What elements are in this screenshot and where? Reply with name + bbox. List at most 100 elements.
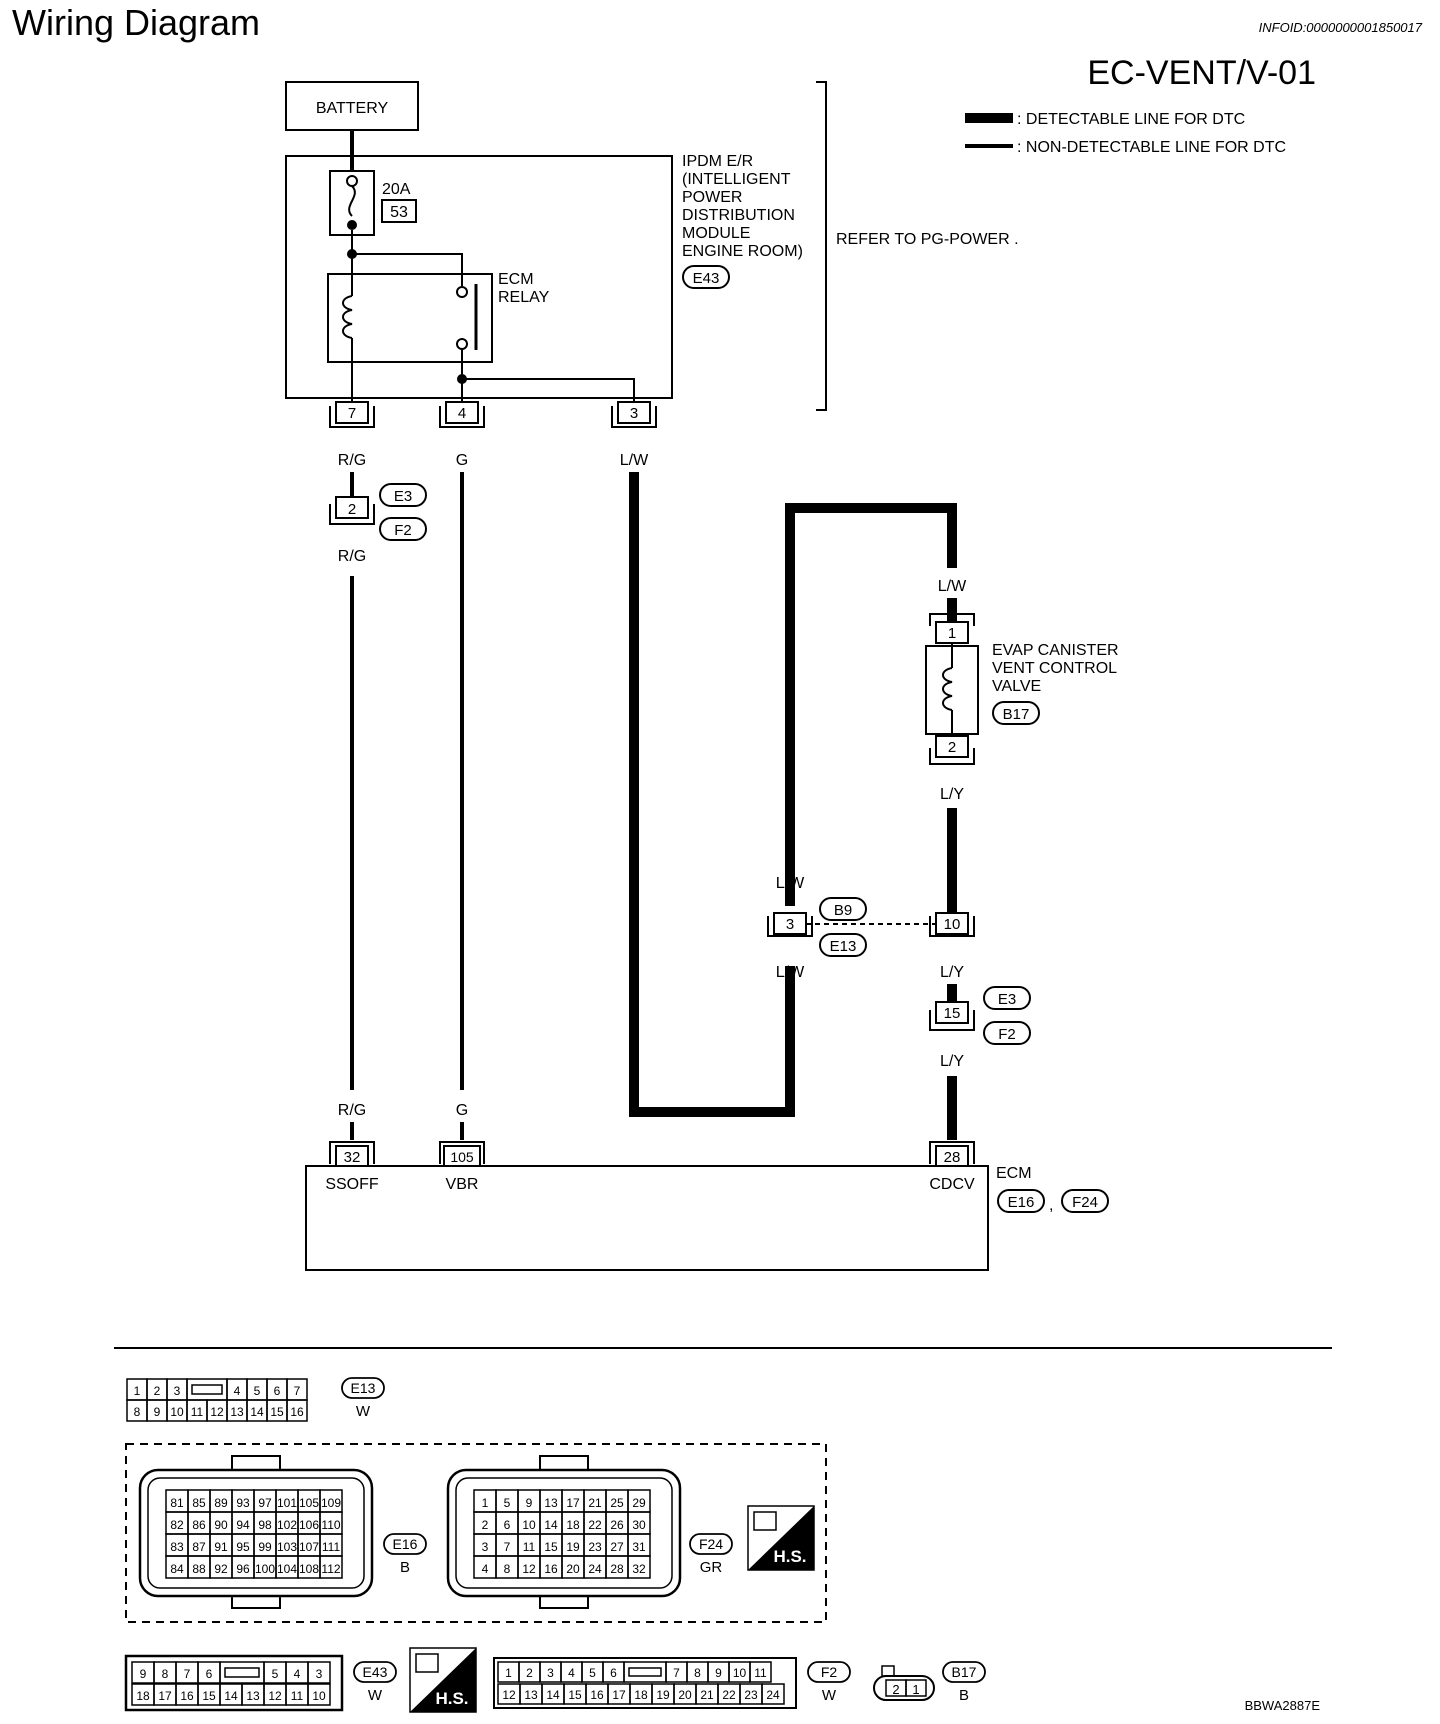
pin-number: 7: [294, 1384, 301, 1398]
pin-number: 14: [224, 1689, 238, 1703]
connector-latch: [881, 1665, 895, 1677]
diagram-code: EC-VENT/V-01: [1087, 54, 1316, 92]
pin-number: 16: [180, 1689, 194, 1703]
wire-label-ly-3: L/Y: [940, 1053, 964, 1070]
pin-number: 110: [321, 1518, 340, 1532]
pin-number: 24: [588, 1562, 602, 1576]
ipdm-pin-3: 3: [611, 401, 657, 428]
hs-badge-fill: [410, 1648, 476, 1712]
ecm-terminal-ssoff: SSOFF: [325, 1176, 379, 1193]
wire-label-g: G: [456, 452, 468, 469]
pin-number: 13: [524, 1688, 538, 1702]
svg-text:(INTELLIGENT: (INTELLIGENT: [682, 171, 791, 188]
svg-text:BATTERY: BATTERY: [316, 100, 389, 117]
pin-number: 84: [170, 1562, 184, 1576]
pin-number: 14: [250, 1405, 264, 1419]
battery: BATTERY: [285, 81, 419, 131]
svg-text:15: 15: [944, 1005, 961, 1022]
wire-lw-detectable-lower: [629, 472, 795, 1117]
pin-number: 8: [694, 1666, 701, 1680]
connector-color: W: [368, 1687, 383, 1704]
connector-shell: [124, 1654, 344, 1712]
pin-number: 2: [154, 1384, 161, 1398]
pin-number: 3: [547, 1666, 554, 1680]
pin-cell: [749, 1661, 772, 1683]
pin-number: 91: [214, 1540, 228, 1554]
svg-text:VENT CONTROL: VENT CONTROL: [992, 660, 1117, 677]
svg-text:RELAY: RELAY: [498, 289, 550, 306]
connector-inner-shell: [455, 1477, 673, 1589]
svg-text:ENGINE ROOM): ENGINE ROOM): [682, 243, 803, 260]
wire-label-rg-2: R/G: [338, 548, 366, 565]
pin-cell: [623, 1661, 667, 1683]
connector-color: B: [959, 1687, 969, 1704]
pin-number: 8: [162, 1667, 169, 1681]
pin-number: 6: [206, 1667, 213, 1681]
connector-latch: [231, 1595, 281, 1609]
connector-key-slot: [628, 1667, 662, 1677]
pin-number: 81: [170, 1496, 184, 1510]
connector-inner-shell: [147, 1477, 365, 1589]
pin-number: 85: [192, 1496, 206, 1510]
pin-number: 20: [678, 1688, 692, 1702]
pin-number: 15: [544, 1540, 558, 1554]
pin-number: 25: [610, 1496, 624, 1510]
svg-text:E43: E43: [693, 270, 720, 287]
pin-number: 112: [321, 1562, 340, 1576]
wire-label-rg-3: R/G: [338, 1102, 366, 1119]
svg-text:MODULE: MODULE: [682, 225, 750, 242]
svg-text:7: 7: [348, 405, 356, 422]
ecm-pin-105: 105: [439, 1141, 485, 1167]
svg-text:B9: B9: [834, 902, 852, 919]
ipdm-er-box: [285, 155, 673, 399]
connector-tag: [942, 1661, 986, 1683]
svg-text:ECM: ECM: [498, 271, 534, 288]
pin-number: 31: [632, 1540, 646, 1554]
svg-text:E3: E3: [394, 488, 412, 505]
conn-tag-f24: F24: [1061, 1189, 1109, 1213]
pin-number: 23: [588, 1540, 602, 1554]
pin-number: 111: [322, 1540, 341, 1554]
pin-number: 103: [277, 1540, 297, 1554]
pin-number: 27: [610, 1540, 624, 1554]
relay-contact-feed: [352, 253, 463, 286]
ecm-pin-32: 32: [329, 1141, 375, 1167]
pin-number: 87: [192, 1540, 206, 1554]
pin-number: 19: [656, 1688, 670, 1702]
svg-text:EVAP CANISTER: EVAP CANISTER: [992, 642, 1119, 659]
footer-code: BBWA2887E: [1245, 1698, 1321, 1713]
svg-text:DISTRIBUTION: DISTRIBUTION: [682, 207, 795, 224]
pin-number: 10: [170, 1405, 184, 1419]
pin-number: 3: [482, 1540, 489, 1554]
pin-number: 9: [154, 1405, 161, 1419]
pin-number: 2: [526, 1666, 533, 1680]
pin-number: 13: [230, 1405, 244, 1419]
pin-number: 18: [566, 1518, 580, 1532]
wire-label-lw-3: L/W: [776, 875, 805, 892]
connector-tag: [353, 1661, 397, 1683]
pin-number: 99: [258, 1540, 272, 1554]
pin-number: 6: [274, 1384, 281, 1398]
svg-text:3: 3: [786, 916, 794, 933]
pin-number: 4: [294, 1667, 301, 1681]
pin-number: 105: [299, 1496, 319, 1510]
pin-cell: [319, 1555, 343, 1579]
pin-number: 15: [270, 1405, 284, 1419]
pin-number: 2: [482, 1518, 489, 1532]
wire-label-lw-evap: L/W: [938, 578, 967, 595]
connector-tag: [807, 1661, 851, 1683]
svg-text:3: 3: [630, 405, 638, 422]
pin-cell: [905, 1679, 927, 1697]
pin-number: 1: [912, 1682, 919, 1697]
pin-number: 8: [504, 1562, 511, 1576]
pin-number: 2: [892, 1682, 899, 1697]
pin-number: 92: [214, 1562, 228, 1576]
connector-latch: [539, 1595, 589, 1609]
svg-text:1: 1: [948, 625, 956, 642]
svg-text:2: 2: [348, 501, 356, 518]
pin-number: 102: [277, 1518, 297, 1532]
hs-badge-fill: [748, 1506, 814, 1570]
